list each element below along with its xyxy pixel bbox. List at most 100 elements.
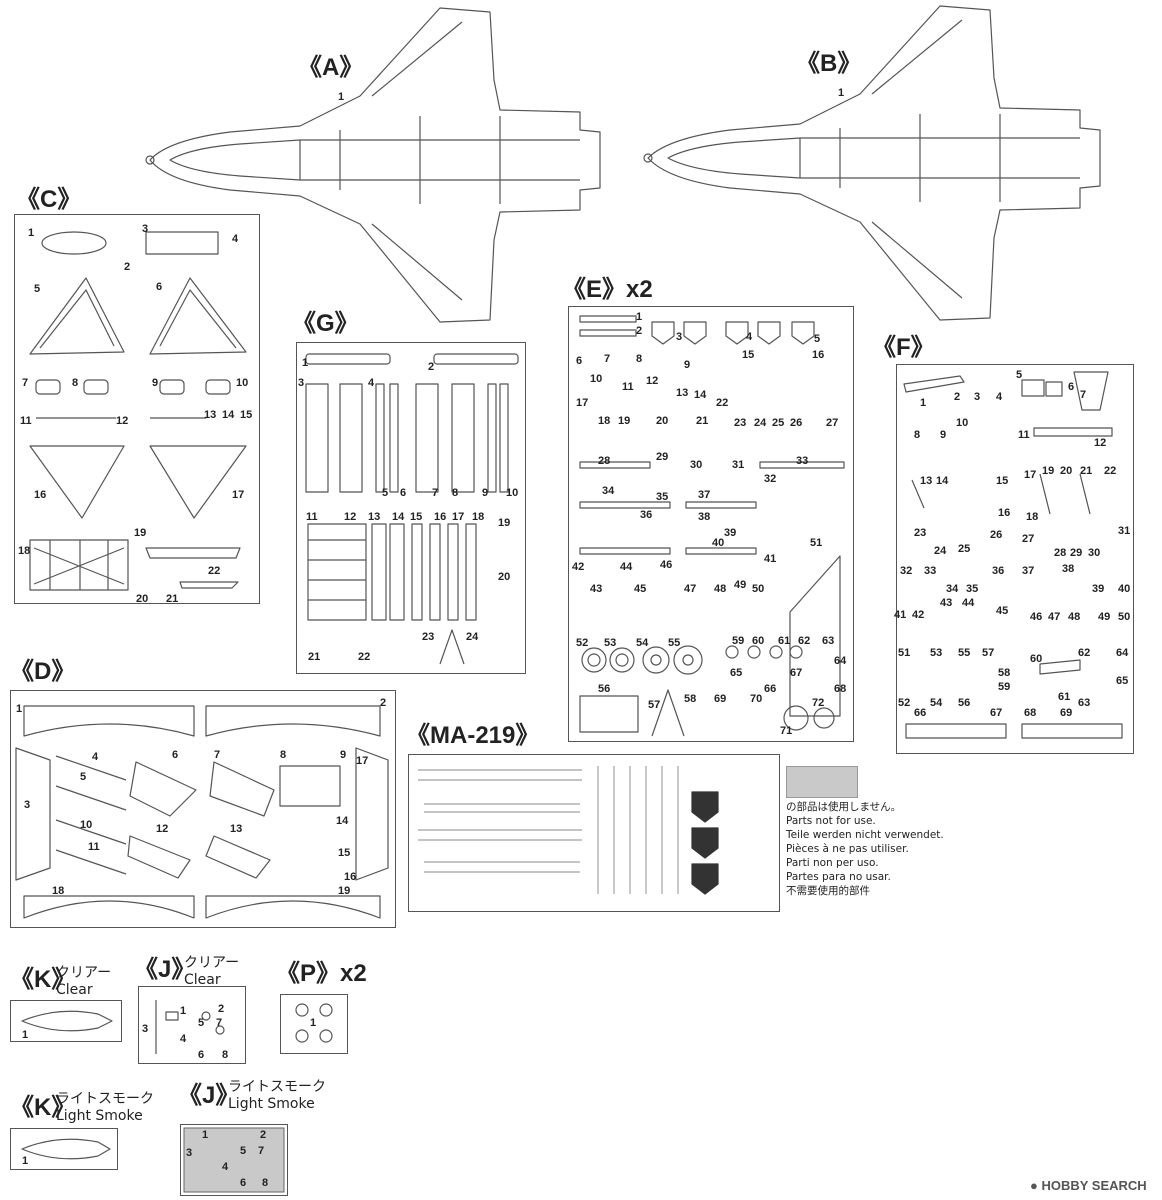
sprue-j-clear-parts xyxy=(155,1000,225,1054)
part-number: 8 xyxy=(914,429,921,441)
part-number: 62 xyxy=(798,635,811,647)
part-number: 56 xyxy=(958,697,971,709)
part-number: 13 xyxy=(230,823,243,835)
sprue-e-parts xyxy=(579,315,845,737)
part-number: 20 xyxy=(656,415,669,427)
part-number: 21 xyxy=(1080,465,1093,477)
part-number: 18 xyxy=(1026,511,1039,523)
part-number: 12 xyxy=(646,375,659,387)
sprue-ma219-title: 《MA-219》 xyxy=(406,722,540,749)
part-number: 6 xyxy=(576,355,583,367)
legend-line-es: Partes para no usar. xyxy=(786,871,891,883)
part-number: 23 xyxy=(914,527,927,539)
part-number: 1 xyxy=(838,87,845,99)
part-number: 25 xyxy=(958,543,971,555)
part-number: 15 xyxy=(240,409,253,421)
part-number: 62 xyxy=(1078,647,1091,659)
part-number: 3 xyxy=(142,1023,149,1035)
part-number: 32 xyxy=(764,473,777,485)
sprue-f-frame xyxy=(896,364,1134,754)
part-number: 16 xyxy=(812,349,825,361)
part-number: 2 xyxy=(636,325,643,337)
canopy-k-clear xyxy=(21,1010,113,1032)
legend-line-it: Parti non per uso. xyxy=(786,857,879,869)
part-number: 18 xyxy=(598,415,611,427)
part-number: 29 xyxy=(656,451,669,463)
part-number: 19 xyxy=(498,517,511,529)
sprue-b-title: 《B》 xyxy=(796,50,862,77)
part-number: 60 xyxy=(1030,653,1043,665)
part-number: 34 xyxy=(946,583,959,595)
sprue-d-frame xyxy=(10,690,396,928)
lower-fuselage-drawing xyxy=(643,5,1101,321)
part-number: 5 xyxy=(1016,369,1023,381)
part-number: 42 xyxy=(572,561,585,573)
sprue-j-smoke-title: 《J》 xyxy=(178,1082,240,1109)
part-number: 8 xyxy=(452,487,459,499)
ma219-dark-parts xyxy=(691,791,719,895)
part-number: 2 xyxy=(380,697,387,709)
part-number: 51 xyxy=(898,647,911,659)
part-number: 12 xyxy=(344,511,357,523)
part-number: 52 xyxy=(898,697,911,709)
part-number: 35 xyxy=(656,491,669,503)
part-number: 39 xyxy=(1092,583,1105,595)
part-number: 6 xyxy=(156,281,163,293)
sprue-p-frame xyxy=(280,994,348,1054)
unused-parts-swatch xyxy=(786,766,858,798)
sprue-j-smoke-shade xyxy=(183,1127,285,1193)
part-number: 11 xyxy=(88,841,100,853)
part-number: 17 xyxy=(452,511,465,523)
part-number: 34 xyxy=(602,485,615,497)
part-number: 33 xyxy=(924,565,937,577)
part-number: 40 xyxy=(712,537,725,549)
part-number: 49 xyxy=(734,579,747,591)
part-number: 16 xyxy=(998,507,1011,519)
part-number: 26 xyxy=(790,417,803,429)
part-number: 22 xyxy=(358,651,371,663)
part-number: 70 xyxy=(750,693,763,705)
part-number: 4 xyxy=(368,377,375,389)
part-number: 63 xyxy=(822,635,835,647)
part-number: 15 xyxy=(410,511,423,523)
part-number: 13 xyxy=(204,409,217,421)
part-number: 14 xyxy=(392,511,405,523)
part-number: 44 xyxy=(962,597,975,609)
sprue-k-clear-frame xyxy=(10,1000,122,1042)
part-number: 24 xyxy=(466,631,479,643)
part-number: 6 xyxy=(198,1049,205,1061)
sprue-e-frame xyxy=(568,306,854,742)
part-number: 4 xyxy=(92,751,99,763)
part-number: 32 xyxy=(900,565,913,577)
sprue-j-clear-en: Clear xyxy=(184,972,221,988)
part-number: 10 xyxy=(956,417,969,429)
sprue-j-clear-jp: クリアー xyxy=(184,955,240,971)
part-number: 20 xyxy=(1060,465,1073,477)
part-number: 41 xyxy=(894,609,907,621)
part-number: 56 xyxy=(598,683,611,695)
part-number: 1 xyxy=(28,227,35,239)
sprue-g-parts xyxy=(305,353,519,665)
part-number: 8 xyxy=(636,353,643,365)
part-number: 65 xyxy=(1116,675,1129,687)
part-number: 27 xyxy=(826,417,839,429)
part-number: 10 xyxy=(236,377,249,389)
legend-line-en: Parts not for use. xyxy=(786,815,876,827)
part-number: 64 xyxy=(1116,647,1129,659)
part-number: 3 xyxy=(24,799,31,811)
part-number: 15 xyxy=(742,349,755,361)
part-number: 35 xyxy=(966,583,979,595)
part-number: 9 xyxy=(340,749,347,761)
part-number: 68 xyxy=(834,683,847,695)
part-number: 40 xyxy=(1118,583,1131,595)
part-number: 44 xyxy=(620,561,633,573)
sprue-d-title: 《D》 xyxy=(10,658,76,685)
part-number: 69 xyxy=(714,693,727,705)
legend-line-fr: Pièces à ne pas utiliser. xyxy=(786,843,909,855)
part-number: 67 xyxy=(790,667,803,679)
canopy-k-smoke xyxy=(21,1138,111,1160)
part-number: 66 xyxy=(764,683,777,695)
part-number: 6 xyxy=(400,487,407,499)
part-number: 54 xyxy=(930,697,943,709)
sprue-c-frame xyxy=(14,214,260,604)
